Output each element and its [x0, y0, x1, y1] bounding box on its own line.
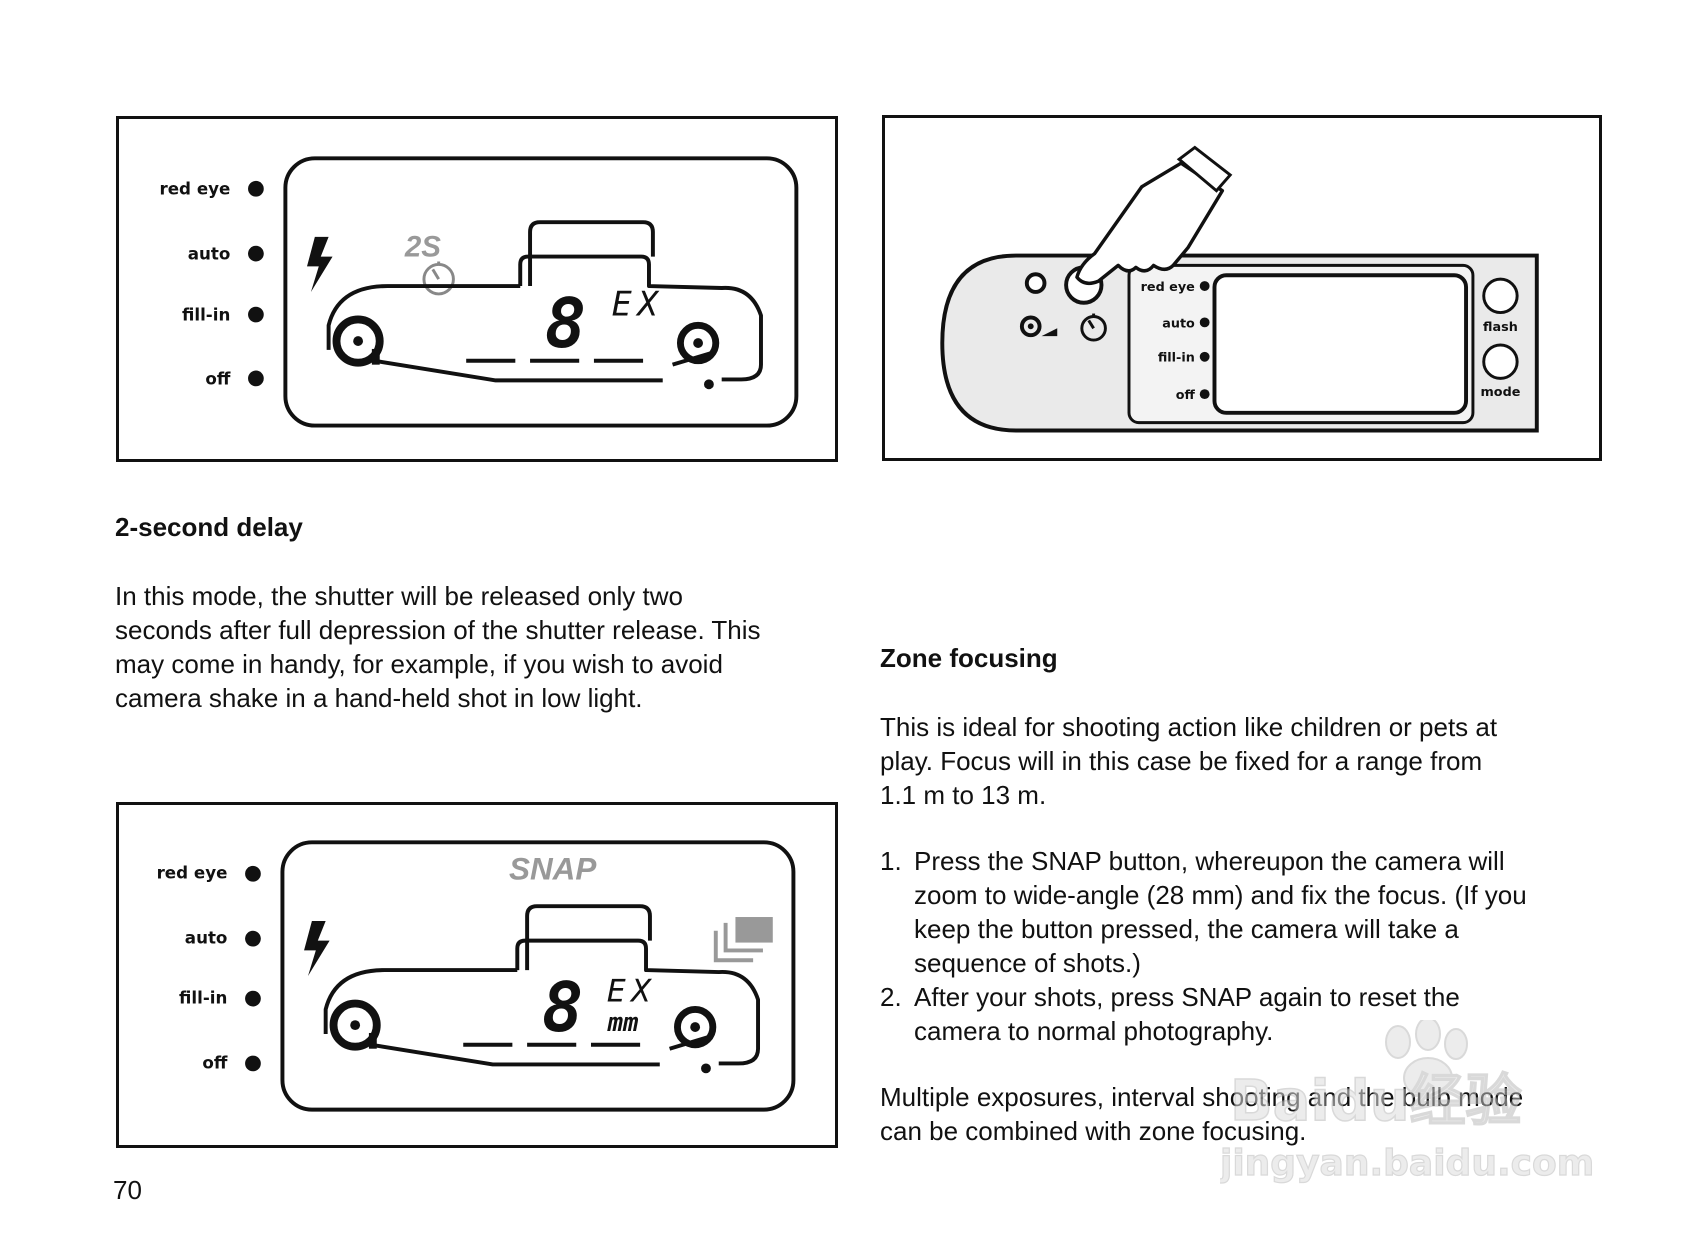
panel-label-off: off	[1176, 388, 1196, 403]
watermark-url: jingyan.baidu.com	[1220, 1143, 1594, 1184]
indicator-dot-auto	[248, 245, 264, 262]
frame-counter-digit: 8	[545, 284, 586, 364]
sequence-shots-icon	[713, 917, 773, 963]
figure-camera-top-panel: red eye auto fill-in off flash mode	[882, 115, 1602, 461]
panel-dot-off	[1199, 389, 1210, 400]
indicator-dot-auto	[245, 930, 261, 947]
indicator-dot-off	[248, 370, 264, 387]
paragraph-line: This is ideal for shooting action like c…	[880, 712, 1498, 742]
self-timer-icon	[422, 261, 455, 296]
film-end-dot	[701, 1063, 711, 1074]
flash-bolt-icon	[304, 920, 330, 976]
panel-label-fill-in: fill-in	[1158, 351, 1195, 366]
zone-focus-steps: 1. Press the SNAP button, whereupon the …	[880, 844, 1640, 1048]
label-off: off	[202, 1052, 227, 1072]
paragraph-zone-closing: Multiple exposures, interval shooting an…	[880, 1080, 1523, 1148]
small-lcd-window	[1212, 273, 1469, 415]
mode-button-label: mode	[1481, 385, 1521, 400]
label-fill-in: fill-in	[182, 304, 230, 324]
camera-outline-icon	[323, 904, 761, 1067]
paragraph-zone-intro: This is ideal for shooting action like c…	[880, 710, 1497, 812]
film-spool-right-icon	[676, 321, 720, 365]
step-line: Press the SNAP button, whereupon the cam…	[914, 846, 1505, 876]
lcd-frame	[280, 840, 796, 1112]
indicator-dot-red-eye	[245, 865, 261, 882]
paragraph-line: seconds after full depression of the shu…	[115, 615, 761, 645]
paragraph-line: 1.1 m to 13 m.	[880, 780, 1047, 810]
watermark-brand: Baidu经验	[1230, 1069, 1522, 1134]
paragraph-line: play. Focus will in this case be fixed f…	[880, 746, 1483, 776]
mode-button[interactable]	[1482, 343, 1519, 380]
label-auto: auto	[188, 244, 231, 264]
paragraph-2-second-delay: In this mode, the shutter will be releas…	[115, 579, 761, 715]
camera-outline-icon	[326, 220, 763, 383]
frame-counter-digit: 8	[542, 968, 583, 1048]
step-item: 2. After your shots, press SNAP again to…	[880, 980, 1640, 1048]
paragraph-line: In this mode, the shutter will be releas…	[115, 581, 683, 611]
snap-mode-text: SNAP	[509, 852, 597, 887]
figure-lcd-2s-delay: red eye auto fill-in off 2S	[116, 116, 838, 462]
film-end-dot	[703, 379, 714, 390]
paw-logo-icon	[1385, 1020, 1468, 1099]
label-auto: auto	[185, 928, 228, 948]
frame-counter-unit: EX	[612, 285, 664, 324]
lcd-snap-illustration: red eye auto fill-in off SNAP	[157, 840, 796, 1112]
film-spool-left-icon	[329, 999, 381, 1051]
film-spool-right-icon	[674, 1005, 717, 1049]
panel-label-auto: auto	[1162, 316, 1195, 331]
zoom-unit-text: mm	[607, 1008, 639, 1038]
step-line: keep the button pressed, the camera will…	[914, 914, 1459, 944]
baidu-watermark: Baidu经验 jingyan.baidu.com	[1220, 1020, 1595, 1185]
indicator-dot-fill-in	[245, 990, 261, 1007]
indicator-lamp	[1024, 272, 1047, 294]
step-line: sequence of shots.)	[914, 948, 1141, 978]
frame-counter-unit: EX	[607, 974, 657, 1010]
step-line: After your shots, press SNAP again to re…	[914, 982, 1460, 1012]
panel-dot-auto	[1199, 317, 1210, 328]
panel-label-red-eye: red eye	[1141, 280, 1196, 295]
pointing-finger-icon	[1075, 145, 1233, 286]
label-off: off	[205, 368, 230, 388]
heading-2-second-delay: 2-second delay	[115, 512, 303, 542]
indicator-dot-red-eye	[248, 180, 264, 197]
paragraph-line: can be combined with zone focusing.	[880, 1116, 1307, 1146]
label-red-eye: red eye	[160, 179, 231, 199]
panel-dot-red-eye	[1199, 281, 1210, 291]
film-spool-left-icon	[332, 315, 384, 367]
step-line: camera to normal photography.	[914, 1016, 1274, 1046]
label-fill-in: fill-in	[179, 987, 227, 1007]
step-number: 1.	[880, 846, 902, 876]
panel-dot-fill-in	[1199, 351, 1210, 362]
indicator-dot-fill-in	[248, 306, 264, 323]
step-item: 1. Press the SNAP button, whereupon the …	[880, 844, 1640, 980]
step-line: zoom to wide-angle (28 mm) and fix the f…	[914, 880, 1527, 910]
paragraph-line: camera shake in a hand-held shot in low …	[115, 683, 643, 713]
lcd-frame	[283, 156, 799, 428]
camera-panel-illustration: red eye auto fill-in off flash mode	[940, 145, 1539, 433]
timer-2s-text: 2S	[404, 231, 441, 264]
figure-lcd-snap: red eye auto fill-in off SNAP	[116, 802, 838, 1148]
flash-bolt-icon	[307, 236, 333, 292]
flash-button-label: flash	[1483, 320, 1518, 335]
lcd-2s-illustration: red eye auto fill-in off 2S	[160, 156, 799, 428]
paragraph-line: may come in handy, for example, if you w…	[115, 649, 723, 679]
label-red-eye: red eye	[157, 863, 228, 883]
step-number: 2.	[880, 982, 902, 1012]
zone-focus-icon	[1019, 315, 1058, 338]
flash-button[interactable]	[1482, 277, 1519, 315]
indicator-dot-off	[245, 1055, 261, 1072]
self-timer-icon	[1080, 313, 1107, 342]
page-number: 70	[113, 1175, 142, 1205]
heading-zone-focusing: Zone focusing	[880, 643, 1058, 673]
